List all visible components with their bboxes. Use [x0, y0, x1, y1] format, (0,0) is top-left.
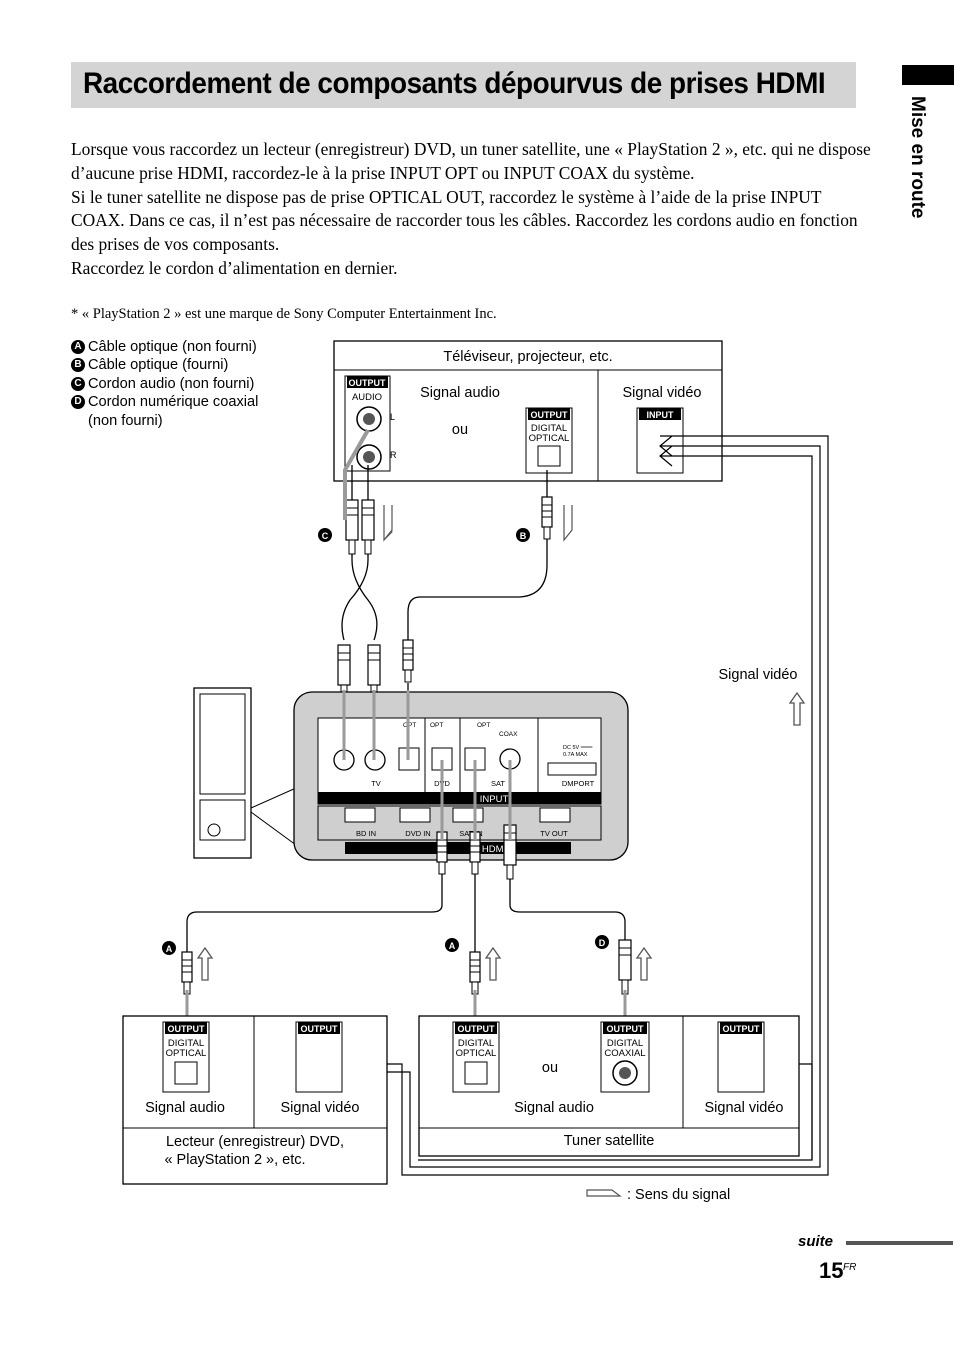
panel-sat-in-hdmi [452, 807, 484, 823]
panel-sat-label: SAT [491, 779, 505, 788]
panel-hdmi-label: HDMI [482, 844, 506, 855]
badge-c: C [318, 528, 332, 542]
svg-text:OUTPUT: OUTPUT [301, 1024, 339, 1034]
tv-audio-label: AUDIO [352, 392, 382, 403]
legend-text: Cordon audio (non fourni) [88, 375, 255, 392]
panel-tv-out-hdmi [539, 807, 571, 823]
legend-badge: B [71, 358, 85, 373]
sat-title: Tuner satellite [564, 1133, 655, 1149]
dvd-title-line1: Lecteur (enregistreur) DVD, [166, 1134, 344, 1150]
panel-coax-label: COAX [499, 731, 518, 738]
tv-digital-label: DIGITAL [531, 423, 567, 434]
panel-dmport-label: DMPORT [562, 779, 595, 788]
tv-signal-video-label: Signal vidéo [623, 385, 702, 401]
svg-text:OPTICAL: OPTICAL [166, 1048, 207, 1059]
legend-badge: C [71, 376, 85, 391]
panel-opt1-label: OPT [403, 722, 416, 729]
panel-tv-label: TV [371, 779, 381, 788]
section-side-label: Mise en route [906, 96, 932, 246]
section-side-text: Mise en route [907, 96, 928, 219]
continued-label: suite [798, 1233, 834, 1250]
legend-text: (non fourni) [88, 412, 163, 429]
badge-a-sat: A [445, 938, 459, 952]
sat-signal-video-label: Signal vidéo [705, 1100, 784, 1116]
legend-badge: D [71, 395, 85, 410]
panel-opt3-label: OPT [477, 722, 490, 729]
page-number: 15 [819, 1258, 844, 1283]
legend-text: Cordon numérique coaxial [88, 394, 259, 411]
system-unit-illustration [193, 687, 297, 859]
dvd-box: OUTPUT DIGITAL OPTICAL OUTPUT Signal aud… [122, 1015, 388, 1185]
svg-text:OUTPUT: OUTPUT [723, 1024, 761, 1034]
dvd-signal-audio-label: Signal audio [145, 1100, 225, 1116]
legend-text: Câble optique (non fourni) [88, 339, 257, 355]
tv-audio-r-label: R [390, 450, 397, 460]
legend-text: Câble optique (fourni) [88, 357, 229, 374]
footnote: * « PlayStation 2 » est une marque de So… [71, 306, 497, 322]
svg-text:D: D [599, 938, 606, 948]
tv-ou-label: ou [452, 422, 468, 438]
title-bar: Raccordement de composants dépourvus de … [71, 62, 856, 108]
section-tab-marker [902, 65, 954, 85]
svg-text:OUTPUT: OUTPUT [168, 1024, 206, 1034]
svg-text:A: A [449, 941, 456, 951]
legend-item: (non fourni) [71, 412, 258, 430]
page-title: Raccordement de composants dépourvus de … [83, 67, 826, 100]
svg-text:DIGITAL: DIGITAL [607, 1038, 643, 1049]
tv-audio-l-label: L [390, 412, 395, 422]
satellite-box: OUTPUT DIGITAL OPTICAL OUTPUT DIGITAL CO… [418, 1015, 800, 1157]
tv-optical-label: OPTICAL [529, 433, 570, 444]
dvd-title-line2: « PlayStation 2 », etc. [164, 1152, 305, 1168]
svg-text:A: A [166, 944, 173, 954]
page-language-suffix: FR [843, 1262, 857, 1273]
tv-video-input-badge: INPUT [647, 410, 675, 420]
dvd-signal-video-label: Signal vidéo [281, 1100, 360, 1116]
panel-dvd-in-label: DVD IN [405, 829, 430, 838]
svg-text:DIGITAL: DIGITAL [458, 1038, 494, 1049]
badge-a-dvd: A [162, 941, 176, 955]
intro-text: Lorsque vous raccordez un lecteur (enreg… [71, 138, 871, 281]
right-signal-video-label: Signal vidéo [719, 667, 798, 683]
tv-optical-output-badge: OUTPUT [531, 410, 569, 420]
panel-bd-in-label: BD IN [356, 829, 376, 838]
badge-d: D [595, 935, 609, 949]
panel-tv-out-label: TV OUT [540, 829, 568, 838]
legend-badge: A [71, 340, 85, 354]
tv-box: Téléviseur, projecteur, etc. Signal audi… [333, 340, 723, 482]
intro-paragraph-2: Si le tuner satellite ne dispose pas de … [71, 186, 858, 255]
panel-input-bar-label: INPUT [480, 794, 509, 805]
svg-text:C: C [322, 531, 329, 541]
svg-text:OPTICAL: OPTICAL [456, 1048, 497, 1059]
svg-text:COAXIAL: COAXIAL [604, 1048, 645, 1059]
tv-audio-output-badge: OUTPUT [349, 378, 387, 388]
svg-text:OUTPUT: OUTPUT [607, 1024, 645, 1034]
svg-text:OUTPUT: OUTPUT [458, 1024, 496, 1034]
tv-optical-jack [537, 445, 561, 467]
panel-dvd-in-hdmi [399, 807, 431, 823]
sat-signal-audio-label: Signal audio [514, 1100, 594, 1116]
continued-rule [846, 1241, 953, 1245]
tv-signal-audio-label: Signal audio [420, 385, 500, 401]
signal-direction-key: : Sens du signal [586, 1187, 730, 1203]
panel-bd-in-hdmi [344, 807, 376, 823]
intro-paragraph-3: Raccordez le cordon d’alimentation en de… [71, 257, 398, 278]
panel-max-label: 0.7A MAX [563, 752, 588, 758]
svg-text:B: B [520, 531, 527, 541]
intro-paragraph-1: Lorsque vous raccordez un lecteur (enreg… [71, 139, 871, 183]
signal-direction-label: : Sens du signal [627, 1187, 730, 1203]
panel-dc-label: DC 5V ═══ [563, 745, 593, 751]
sat-ou-label: ou [542, 1060, 558, 1076]
tv-box-title: Téléviseur, projecteur, etc. [443, 349, 612, 365]
badge-b: B [516, 528, 530, 542]
panel-opt2-label: OPT [430, 722, 443, 729]
panel-dmport-jack [547, 762, 597, 776]
svg-text:DIGITAL: DIGITAL [168, 1038, 204, 1049]
